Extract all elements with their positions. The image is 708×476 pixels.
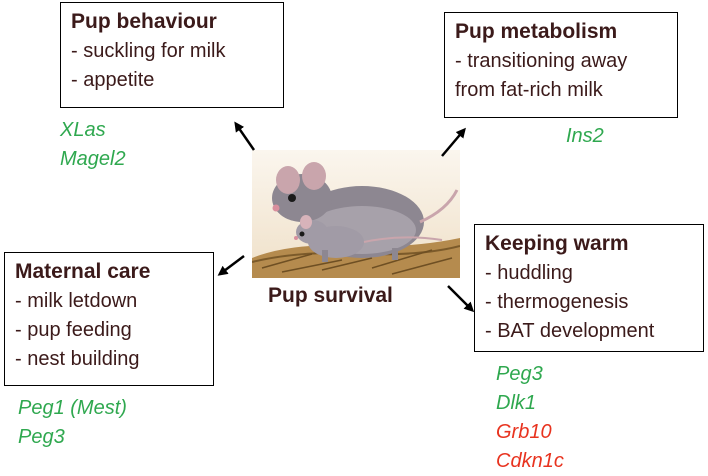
maternal-care-item: - nest building [15, 348, 140, 370]
pup-metabolism-item: from fat-rich milk [455, 79, 603, 101]
pup-behaviour-item: - suckling for milk [71, 40, 226, 62]
arrow-to-maternal [217, 255, 245, 276]
pup-metabolism-box: Pup metabolism - transitioning away from… [444, 12, 678, 118]
gene-label: Peg3 [496, 363, 543, 385]
keeping-warm-item: - thermogenesis [485, 291, 629, 313]
maternal-gene-list: Peg1 (Mest) Peg3 [18, 394, 127, 452]
gene-label: Dlk1 [496, 392, 537, 414]
gene-label: Peg3 [18, 426, 65, 448]
keeping-warm-title: Keeping warm [485, 232, 629, 255]
pup-survival-label: Pup survival [268, 284, 393, 307]
keeping-warm-item: - BAT development [485, 320, 655, 342]
gene-label: Magel2 [60, 148, 126, 170]
gene-label: Peg1 (Mest) [18, 397, 127, 419]
maternal-care-item: - milk letdown [15, 290, 138, 312]
keeping-warm-box: Keeping warm - huddling - thermogenesis … [474, 224, 704, 352]
keeping-warm-item: - huddling [485, 262, 573, 284]
pup-behaviour-box: Pup behaviour - suckling for milk - appe… [60, 2, 284, 108]
maternal-care-title: Maternal care [15, 260, 151, 283]
pup-behaviour-item: - appetite [71, 69, 155, 91]
behaviour-gene-list: XLas Magel2 [60, 116, 126, 174]
pup-behaviour-title: Pup behaviour [71, 10, 217, 33]
arrow-to-metabolism [441, 127, 466, 157]
pup-metabolism-item: - transitioning away [455, 50, 628, 72]
gene-label: Ins2 [566, 125, 604, 147]
gene-label: XLas [60, 119, 106, 141]
maternal-care-item: - pup feeding [15, 319, 132, 341]
warm-gene-list: Peg3 Dlk1 Grb10 Cdkn1c [496, 360, 564, 476]
pup-metabolism-title: Pup metabolism [455, 20, 618, 43]
gene-label: Grb10 [496, 421, 552, 443]
gene-label: Cdkn1c [496, 450, 564, 472]
maternal-care-box: Maternal care - milk letdown - pup feedi… [4, 252, 214, 386]
arrow-to-behaviour [234, 121, 256, 151]
mice-illustration [252, 150, 460, 278]
metabolism-gene-list: Ins2 [566, 122, 604, 151]
arrow-to-warm [447, 285, 475, 313]
